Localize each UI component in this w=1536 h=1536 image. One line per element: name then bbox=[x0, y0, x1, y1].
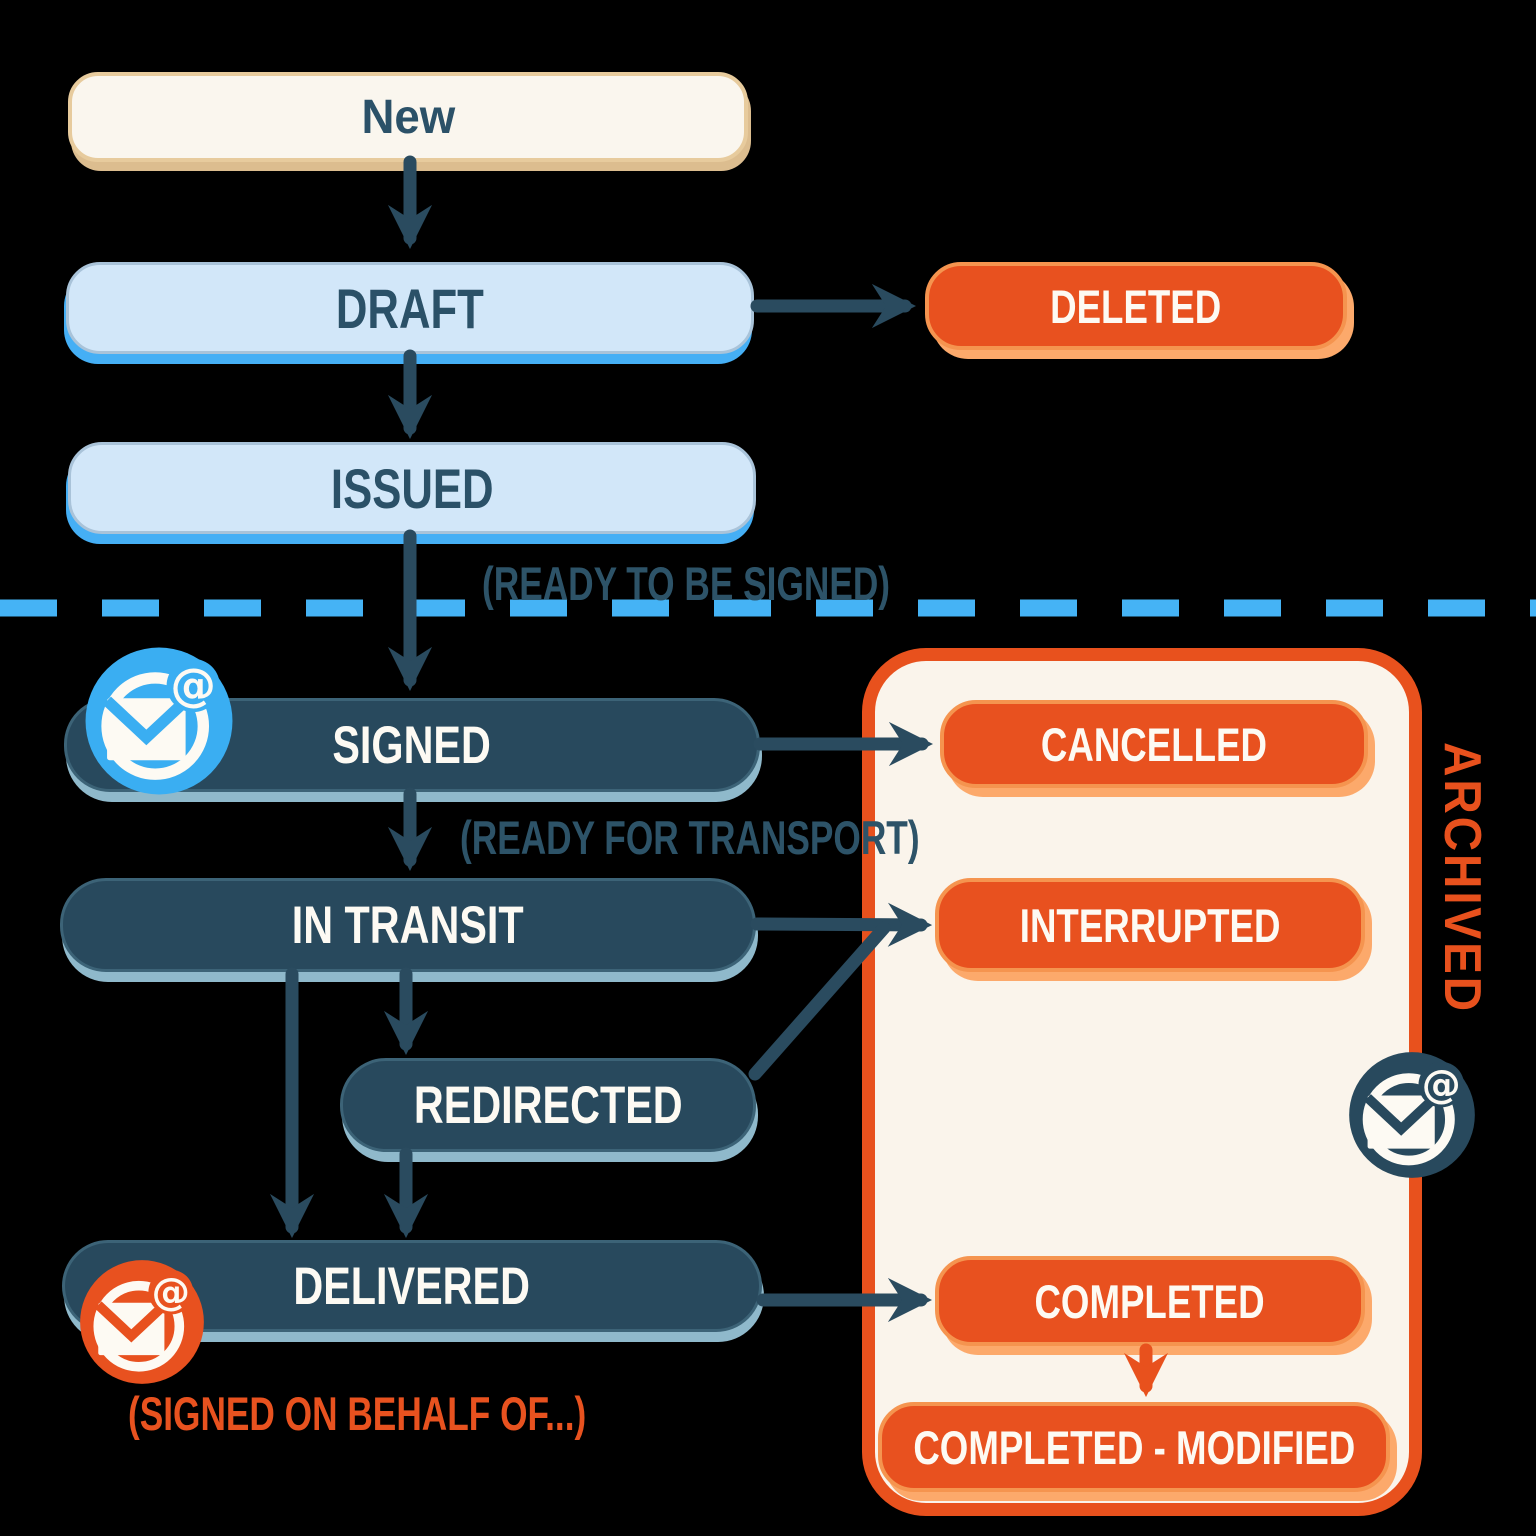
state-completed-modified-label: COMPLETED - MODIFIED bbox=[913, 1420, 1355, 1474]
caption-ready-to-be-signed: (READY TO BE SIGNED) bbox=[482, 557, 891, 610]
arrow-in-transit-to-interrupted bbox=[750, 902, 933, 947]
state-in-transit: IN TRANSIT bbox=[60, 878, 756, 972]
state-cancelled-label: CANCELLED bbox=[1040, 717, 1268, 771]
line-redirected-to-interrupted bbox=[748, 921, 891, 1081]
caption-signed-on-behalf: (SIGNED ON BEHALF OF...) bbox=[128, 1387, 587, 1440]
state-deleted: DELETED bbox=[925, 262, 1347, 350]
state-draft-label: DRAFT bbox=[335, 276, 485, 340]
email-at-icon-blue bbox=[83, 645, 235, 797]
state-completed-label: COMPLETED bbox=[1034, 1274, 1266, 1328]
state-new-label: New bbox=[361, 90, 455, 144]
state-in-transit-label: IN TRANSIT bbox=[292, 895, 524, 955]
email-at-icon-orange bbox=[78, 1258, 206, 1386]
state-interrupted: INTERRUPTED bbox=[935, 878, 1365, 972]
state-redirected-label: REDIRECTED bbox=[413, 1075, 683, 1135]
state-draft: DRAFT bbox=[66, 262, 754, 354]
email-at-icon-dark bbox=[1347, 1050, 1477, 1180]
state-interrupted-label: INTERRUPTED bbox=[1019, 898, 1281, 952]
state-redirected: REDIRECTED bbox=[340, 1058, 756, 1152]
state-signed-label: SIGNED bbox=[332, 715, 492, 775]
state-issued-label: ISSUED bbox=[330, 456, 494, 520]
caption-ready-for-transport: (READY FOR TRANSPORT) bbox=[460, 811, 920, 864]
state-cancelled: CANCELLED bbox=[940, 700, 1368, 788]
state-deleted-label: DELETED bbox=[1050, 279, 1222, 333]
state-delivered-label: DELIVERED bbox=[293, 1256, 531, 1316]
state-completed: COMPLETED bbox=[935, 1256, 1365, 1346]
state-completed-modified: COMPLETED - MODIFIED bbox=[878, 1402, 1390, 1492]
state-issued: ISSUED bbox=[68, 442, 756, 534]
